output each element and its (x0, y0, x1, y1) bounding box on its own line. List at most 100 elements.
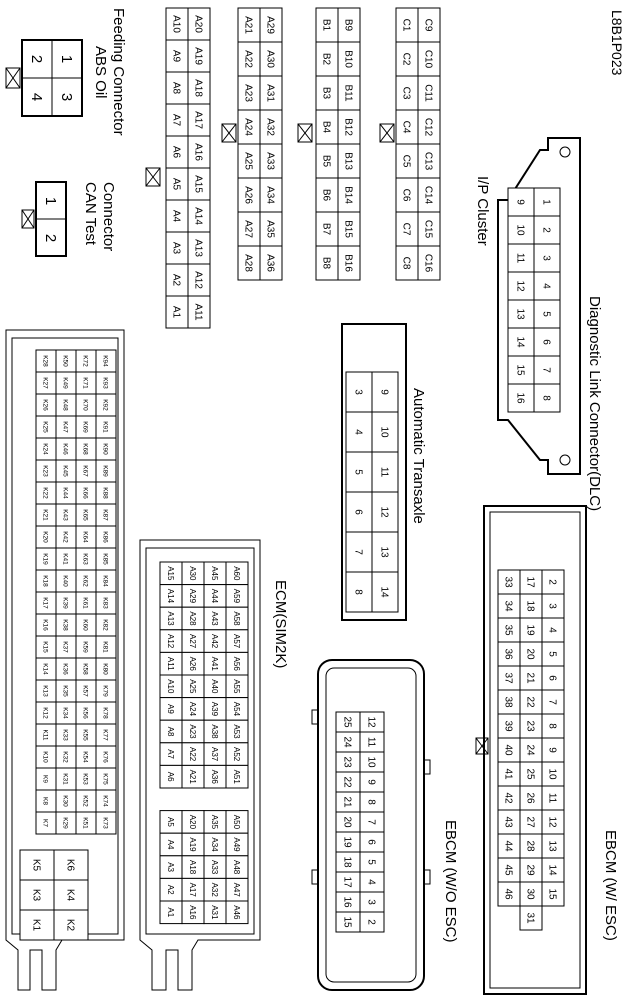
ecm-k-pin: K47 (62, 421, 69, 433)
ecm-k-pin: K79 (102, 685, 109, 697)
ebcm-w-pin: 3 (547, 603, 558, 609)
ecm-k-pin: K28 (42, 355, 49, 367)
ip-a-pin: A15 (193, 175, 204, 193)
abs-oil-connector: 2 1 4 3 (5, 39, 83, 117)
ip-b-pin: B4 (321, 121, 332, 134)
ip-a2-cell (259, 245, 283, 281)
dlc-pin: 1 (541, 199, 552, 205)
ecm-k-pin: K13 (42, 685, 49, 697)
ecm-k-pin: K48 (62, 399, 69, 411)
ecm-k-pin: K15 (42, 641, 49, 653)
ip-a2-pin: A22 (243, 50, 254, 68)
ip-b-pin: B15 (343, 220, 354, 238)
ecm-a-pin: A18 (188, 860, 197, 875)
ip-c-pin: C10 (423, 50, 434, 69)
dlc-pin: 10 (515, 224, 526, 236)
ip-c-pin: C7 (401, 223, 412, 236)
ebcm-wo-pin: 7 (366, 819, 377, 825)
dlc-cell (533, 271, 561, 301)
ip-a-pin: A17 (193, 111, 204, 129)
ecm-a-pin: A35 (210, 815, 219, 830)
ebcm-wo-pin: 25 (342, 716, 353, 728)
ecm-k-pin: K84 (102, 575, 109, 587)
can-test-label-2: Connector (100, 182, 117, 251)
ip-a-pin: A12 (193, 271, 204, 289)
ecm-a-pin: A39 (210, 702, 219, 717)
ip-a-pin: A1 (171, 306, 182, 319)
ip-b-pin: B6 (321, 189, 332, 202)
ecm-a-pin: A43 (210, 611, 219, 626)
ecm-k-big-pin: K3 (31, 889, 42, 902)
ecm-k-pin: K88 (102, 487, 109, 499)
dlc-cell (507, 327, 535, 357)
ebcm-w-pin: 10 (547, 768, 558, 780)
ebcm-mark (475, 737, 489, 755)
ecm-a-pin: A56 (232, 657, 241, 672)
ip-a-pin: A2 (171, 274, 182, 287)
ecm-a-pin: A47 (232, 883, 241, 898)
ecm-k-pin: K44 (62, 487, 69, 499)
ip-a2-pin: A35 (265, 220, 276, 238)
ecm-a-pin: A14 (166, 589, 175, 604)
transaxle-cell (371, 531, 399, 573)
ebcm-w-pin: 2 (547, 579, 558, 585)
ip-c-pin: C1 (401, 19, 412, 32)
ecm-k-pin: K43 (62, 509, 69, 521)
ecm-k-pin: K38 (62, 619, 69, 631)
ebcm-w-pin: 45 (503, 864, 514, 876)
ip-c-pin: C8 (401, 257, 412, 270)
ip-a-pin: A8 (171, 82, 182, 95)
ebcm-w-pin: 31 (525, 912, 536, 924)
ecm-k-connector: K5K3K1K6K4K2K28K27K26K25K24K23K22K21K20K… (19, 349, 117, 941)
ecm-a-pin: A3 (166, 862, 175, 872)
transaxle-pin: 6 (353, 509, 364, 515)
ecm-a-pin: A24 (188, 702, 197, 717)
abs-pin-3: 3 (58, 93, 75, 101)
ecm-a-pin: A16 (188, 905, 197, 920)
ecm-k-pin: K41 (62, 553, 69, 565)
ecm-k-pin: K30 (62, 795, 69, 807)
ecm-a-pin: A17 (188, 883, 197, 898)
ecm-k-cell (95, 811, 117, 835)
ecm-a-pin: A20 (188, 815, 197, 830)
dlc-cell (533, 327, 561, 357)
ecm-k-pin: K8 (42, 797, 49, 805)
ebcm-w-pin: 4 (547, 627, 558, 633)
dlc-pin: 2 (541, 227, 552, 233)
ip-cluster-marks (145, 123, 395, 187)
ebcm-w-pin: 9 (547, 747, 558, 753)
ip-c-cell (417, 245, 441, 281)
ip-a2-pin: A26 (243, 186, 254, 204)
ebcm-w-pin: 8 (547, 723, 558, 729)
ip-c-pin: C13 (423, 152, 434, 171)
ecm-a-pin: A59 (232, 589, 241, 604)
dlc-pin: 5 (541, 311, 552, 317)
ecm-k-pin: K78 (102, 707, 109, 719)
ecm-a-pin: A7 (166, 749, 175, 759)
ecm-k-pin: K71 (82, 377, 89, 389)
ecm-a-pin: A51 (232, 770, 241, 785)
abs-pin-4: 4 (28, 93, 45, 101)
ecm-k-pin: K51 (82, 817, 89, 829)
ip-a-pin: A11 (193, 303, 204, 320)
ebcm-w-pin: 38 (503, 696, 514, 708)
ecm-k-big-cell (19, 909, 55, 941)
ecm-a-pin: A29 (188, 589, 197, 604)
ecm-a-pin: A34 (210, 837, 219, 852)
ip-c-pin: C2 (401, 53, 412, 66)
ebcm-wo-pin: 15 (342, 916, 353, 928)
ecm-a-pin: A15 (166, 566, 175, 581)
ecm-k-pin: K86 (102, 531, 109, 543)
ip-a-pin: A19 (193, 47, 204, 65)
ecm-k-pin: K64 (82, 531, 89, 543)
ip-b-pin: B5 (321, 155, 332, 168)
ip-a2-pin: A24 (243, 118, 254, 136)
ecm-k-pin: K67 (82, 465, 89, 477)
dlc-pin: 16 (515, 392, 526, 404)
transaxle-pin: 14 (379, 586, 390, 598)
ecm-a-pin: A4 (166, 840, 175, 850)
